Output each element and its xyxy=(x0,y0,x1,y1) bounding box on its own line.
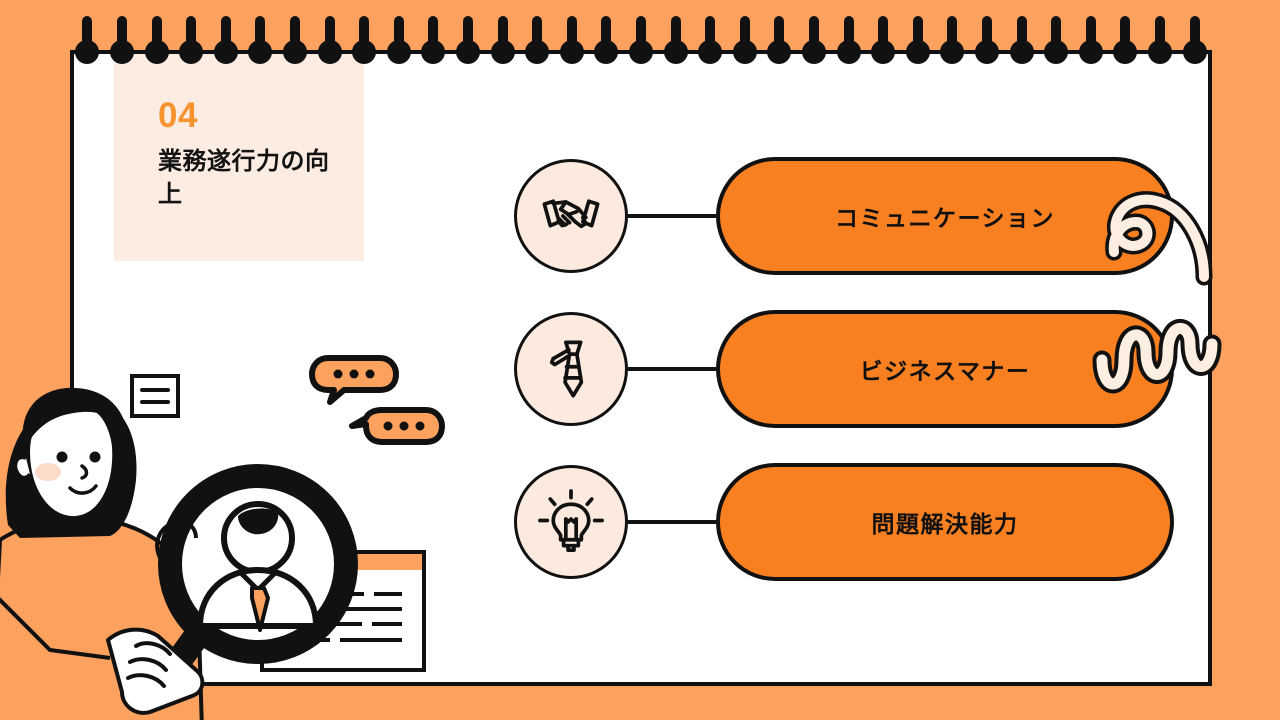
speech-bubble-upper xyxy=(309,355,399,405)
bubble-dot xyxy=(415,421,425,431)
lightbulb-icon xyxy=(514,465,628,579)
spiral-ring xyxy=(836,16,861,64)
handshake-icon-glyph xyxy=(542,199,600,229)
spiral-ring xyxy=(1113,16,1138,64)
bubble-dot xyxy=(383,421,393,431)
spiral-ring xyxy=(1044,16,1069,64)
spiral-ring xyxy=(871,16,896,64)
spiral-ring xyxy=(75,16,100,64)
woman-upper-hand xyxy=(155,519,198,559)
spiral-ring xyxy=(905,16,930,64)
bubble-dot xyxy=(349,369,359,379)
page-title: 業務遂行力の向上 xyxy=(158,148,330,209)
woman-eye-left xyxy=(56,451,68,463)
spiral-ring xyxy=(525,16,550,64)
spiral-ring xyxy=(144,16,169,64)
item-list: コミュニケーション xyxy=(514,154,1174,584)
woman-eye-right xyxy=(89,451,101,463)
bubble-dot xyxy=(399,421,409,431)
item-pill[interactable]: コミュニケーション xyxy=(716,157,1174,275)
spiral-ring xyxy=(1148,16,1173,64)
spiral-ring xyxy=(179,16,204,64)
spiral-ring xyxy=(663,16,688,64)
connector-line xyxy=(628,520,716,524)
bubble-dot xyxy=(333,369,343,379)
person-avatar-tie xyxy=(250,586,270,632)
spiral-ring xyxy=(248,16,273,64)
spiral-ring xyxy=(455,16,480,64)
woman-arm-line xyxy=(0,597,111,660)
list-item[interactable]: ビジネスマナー xyxy=(514,307,1174,431)
title-panel: 04 業務遂行力の向上 xyxy=(114,54,364,261)
woman-nose xyxy=(80,464,89,480)
necktie-icon xyxy=(514,312,628,426)
lightbulb-icon-glyph xyxy=(538,489,604,552)
spiral-ring xyxy=(421,16,446,64)
spiral-ring xyxy=(490,16,515,64)
spiral-ring xyxy=(213,16,238,64)
spiral-ring xyxy=(767,16,792,64)
spiral-ring xyxy=(629,16,653,64)
person-avatar-hair xyxy=(238,508,279,535)
bubble-dot xyxy=(365,369,375,379)
woman-hair-front xyxy=(22,387,129,450)
spiral-ring xyxy=(940,16,965,64)
spiral-ring xyxy=(975,16,1000,64)
woman-hair-strand xyxy=(96,410,127,534)
spiral-ring xyxy=(1078,16,1103,64)
illustration-glyph xyxy=(0,340,445,720)
handshake-icon xyxy=(514,159,628,273)
menu-square-icon xyxy=(130,374,180,418)
speech-bubble-lower xyxy=(349,407,445,445)
spiral-ring xyxy=(594,16,619,64)
item-pill[interactable]: ビジネスマナー xyxy=(716,310,1174,428)
connector-line xyxy=(628,367,716,371)
woman-hand-fingers xyxy=(126,641,172,688)
section-number: 04 xyxy=(158,96,198,135)
list-item[interactable]: 問題解決能力 xyxy=(514,460,1174,584)
woman-with-magnifier-illustration xyxy=(0,340,460,720)
menu-lines-icon xyxy=(140,388,170,404)
woman-blush xyxy=(35,463,61,481)
list-item[interactable]: コミュニケーション xyxy=(514,154,1174,278)
spiral-binding xyxy=(70,16,1212,76)
spiral-ring xyxy=(559,16,584,64)
spiral-ring xyxy=(1009,16,1034,64)
spiral-ring xyxy=(109,16,134,64)
item-pill[interactable]: 問題解決能力 xyxy=(716,463,1174,581)
spiral-ring xyxy=(282,16,307,64)
spiral-ring xyxy=(732,16,757,64)
necktie-icon-glyph xyxy=(549,340,584,398)
spiral-ring xyxy=(352,16,377,64)
spiral-ring xyxy=(386,16,411,64)
spiral-ring xyxy=(317,16,342,64)
spiral-ring xyxy=(698,16,723,64)
spiral-ring xyxy=(802,16,827,64)
woman-hand xyxy=(106,627,205,715)
woman-ear xyxy=(13,455,32,480)
connector-line xyxy=(628,214,716,218)
woman-smile xyxy=(68,484,98,495)
spiral-ring xyxy=(1182,16,1207,64)
